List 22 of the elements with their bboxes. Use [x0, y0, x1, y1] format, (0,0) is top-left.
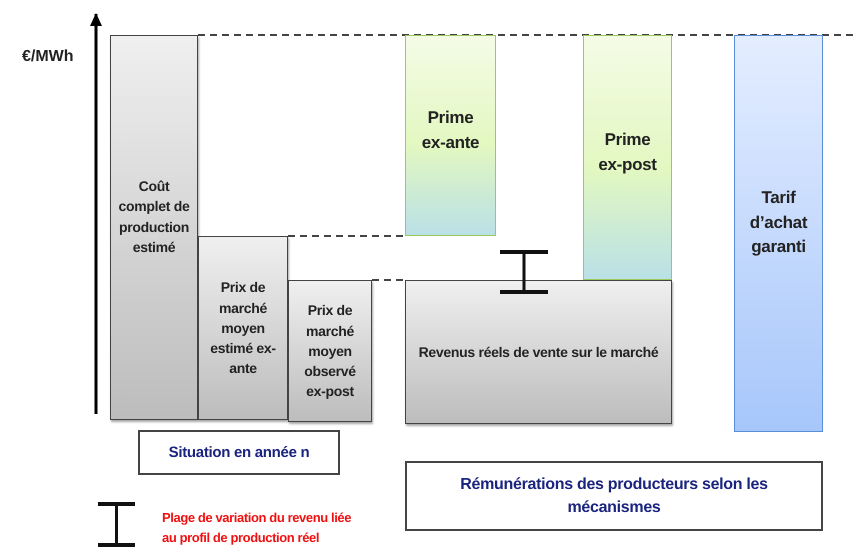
bar-label: Revenus réels de vente sur le marché: [418, 342, 658, 362]
axis-unit: €/MWh: [22, 48, 74, 66]
bar-label: Tarif d’achat garanti: [748, 187, 808, 258]
cost-bar: [198, 236, 288, 420]
cost-bar: [110, 35, 198, 420]
bar-label: Prime ex-ante: [420, 107, 480, 154]
premium-bar: [405, 35, 496, 236]
caption-box: [138, 430, 340, 475]
cost-bar: [405, 280, 672, 424]
bar-label: Prix de marché moyen estimé ex-ante: [209, 278, 277, 378]
bar-label: Rémunérations des producteurs selon les mécanismes: [459, 474, 769, 518]
legend-text: Plage de variation du revenu liée au profil de production réel: [162, 509, 352, 547]
cost-bar: [288, 280, 372, 422]
guide-line: [288, 235, 405, 237]
tariff-bar: [734, 35, 823, 432]
bar-label: Prime ex-post: [597, 129, 658, 176]
guide-line: [372, 279, 405, 281]
premium-bar: [583, 35, 672, 280]
caption-box: [405, 461, 823, 531]
bar-label: Prix de marché moyen observé ex-post: [303, 301, 357, 402]
bar-label: Coût complet de production estimé: [118, 177, 190, 257]
bar-label: Situation en année n: [168, 442, 310, 463]
